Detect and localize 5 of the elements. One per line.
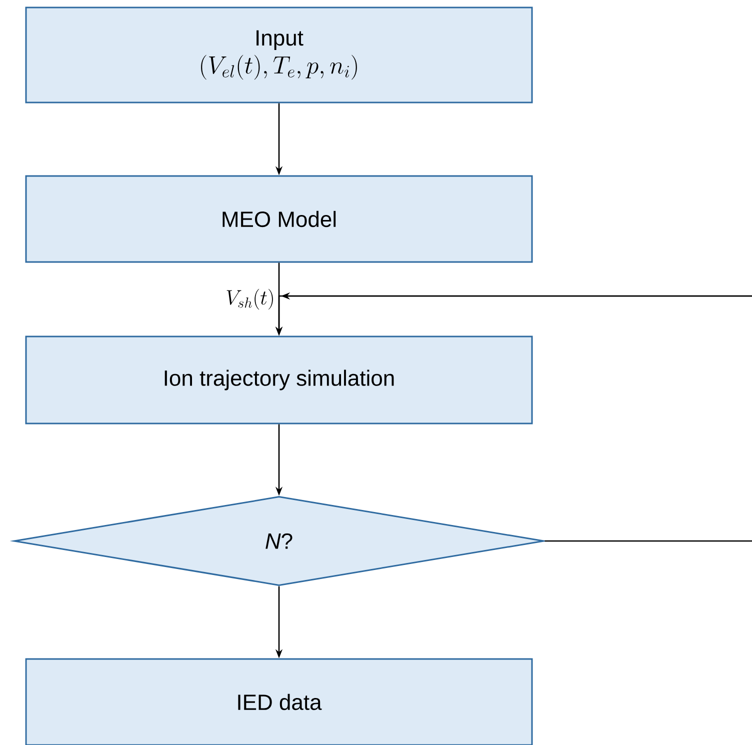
process-box: Ion trajectory simulation xyxy=(25,336,533,424)
process-box: Input $(V_{el}(t), T_e, p, n_i)$ xyxy=(25,6,533,104)
process-box: IED data xyxy=(25,658,533,745)
edge-label: $V_{sh}(t)$ xyxy=(224,288,276,311)
process-box: MEO Model xyxy=(25,175,533,263)
